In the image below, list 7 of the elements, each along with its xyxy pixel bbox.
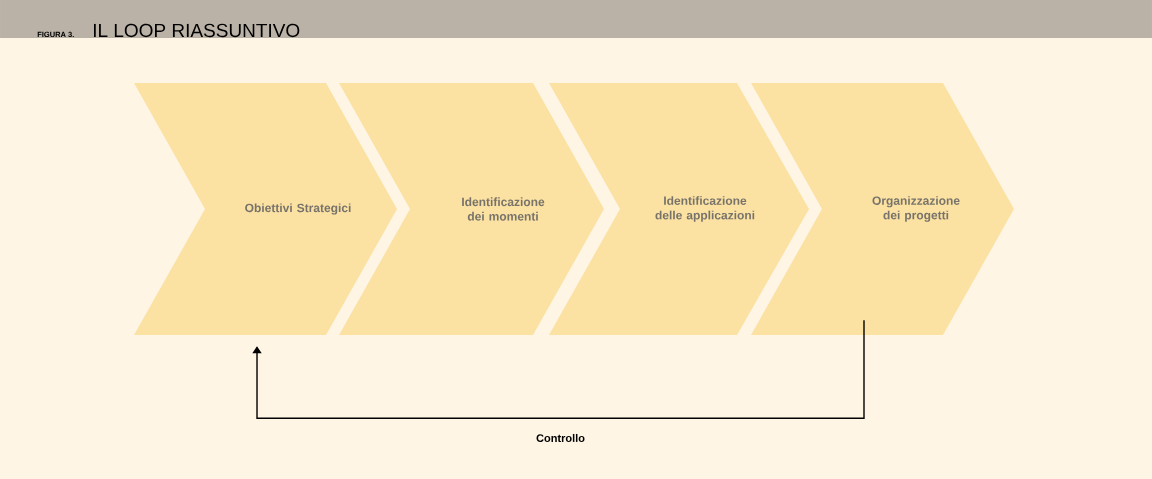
feedback-arrow bbox=[252, 319, 865, 419]
chevron-step: Obiettivi Strategici bbox=[134, 83, 397, 335]
node-label: Organizzazione dei progetti bbox=[872, 196, 960, 222]
title: IL LOOP RIASSUNTIVO bbox=[93, 23, 300, 38]
chevron-step: Identificazione delle applicazioni bbox=[549, 83, 809, 335]
node-label: Identificazione dei momenti bbox=[462, 197, 545, 221]
edge-label: Controllo bbox=[535, 432, 586, 443]
